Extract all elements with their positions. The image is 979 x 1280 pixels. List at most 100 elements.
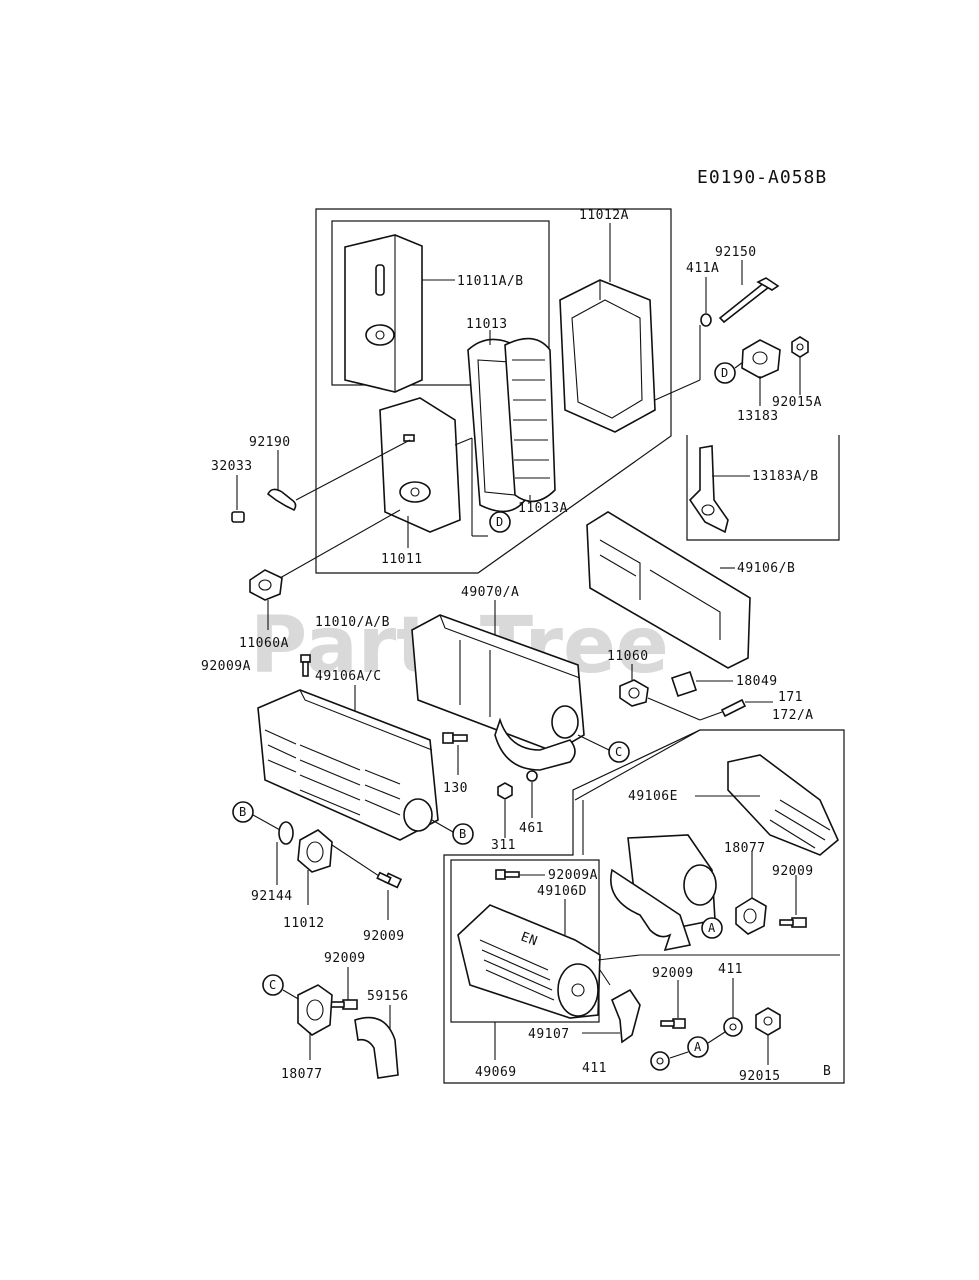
bolt-92009A-mid [495,869,520,880]
leader-92190-to-11011 [295,439,411,501]
hose-92190 [266,488,297,512]
callout-b-cover: B [459,827,466,841]
label-18077-right: 18077 [724,841,766,856]
callout-a-muffler-circle [701,917,723,939]
label-130: 130 [443,781,468,796]
frame-inner-step [597,954,641,961]
bolt-92009-right [779,917,807,928]
air-cleaner-group-frame [315,208,672,574]
muffler-49069: EN [457,904,601,1019]
callout-c-left: C [269,978,276,992]
label-18077-left: 18077 [281,1067,323,1082]
washer-411-bottom [650,1051,670,1071]
label-11060: 11060 [607,649,649,664]
callout-b-cover-circle [452,823,474,845]
washer-411-top [723,1017,743,1037]
label-49106AC: 49106A/C [315,669,382,684]
label-11060A: 11060A [239,636,289,651]
nut-311 [497,782,513,800]
ring-92144 [278,821,294,845]
label-411-top: 411 [718,962,743,977]
callout-a-muffler: A [708,921,716,935]
callout-b-left-circle [232,801,254,823]
bracket-13183AB [688,445,729,534]
label-49106E: 49106E [628,789,678,804]
bolt-92150 [718,277,780,324]
callout-d-inner: D [496,515,503,529]
nut-92015A [791,336,809,358]
label-13183AB: 13183A/B [752,469,819,484]
label-92009-left: 92009 [363,929,405,944]
inset-frame-11011AB [331,220,550,386]
bracket-49107 [610,988,641,1044]
frame-diag [574,729,701,801]
label-11010AB: 11010/A/B [315,615,390,630]
label-11013A: 11013A [518,501,568,516]
leader-callout-c-left [282,989,301,1001]
element-11013 [467,337,556,513]
callout-b-left: B [239,805,246,819]
label-49070A: 49070/A [461,585,519,600]
flange-18077-left [297,984,333,1036]
callout-a-bottom: A [694,1040,702,1054]
callout-a-bottom-circle [687,1036,709,1058]
label-92009-c: 92009 [324,951,366,966]
label-92009-bottom: 92009 [652,966,694,981]
label-11012: 11012 [283,916,325,931]
cover-49106AC [257,689,439,841]
label-11011: 11011 [381,552,423,567]
shield-49106B [586,511,751,669]
cover-11012A [559,279,656,433]
leader-11011-edge [454,437,473,446]
frame-b-group [443,729,845,1084]
label-92009-right: 92009 [772,864,814,879]
callout-c-right: C [615,745,622,759]
label-92190: 92190 [249,435,291,450]
muffler-49070A [411,614,585,771]
bolt-92009A-top [300,654,311,677]
nut-92015 [755,1007,781,1036]
callout-c-left-circle [262,974,284,996]
washer-461 [526,770,538,782]
case-11011 [379,397,461,533]
leader-11060-to-stud [647,697,701,721]
label-49069: 49069 [475,1065,517,1080]
frame-13183AB [686,435,840,541]
bolt-92009-left [376,871,403,889]
frame-49069 [450,859,600,1023]
leader-11060A-to-11011 [279,509,401,579]
leader-callout-a-bottom [707,1031,726,1044]
spacer-18049 [670,670,698,698]
leader-callout-b-left [252,814,281,831]
svg-text:EN: EN [519,930,540,950]
label-411A: 411A [686,261,719,276]
leader-box-to-92150 [654,379,701,401]
label-49107: 49107 [528,1027,570,1042]
label-49106D: 49106D [537,884,587,899]
pin-32033 [231,511,245,523]
label-92015: 92015 [739,1069,781,1084]
pipe-59156 [354,1016,399,1079]
leader-callout-c-right [577,734,610,751]
label-box-b: B [823,1064,831,1079]
callout-d-inner-circle [489,511,511,533]
leader-stud-link [699,711,723,721]
label-49106B: 49106/B [737,561,795,576]
diagram-code: E0190-A058B [697,167,827,188]
stud-171 [720,698,747,718]
label-59156: 59156 [367,989,409,1004]
callout-c-right-circle [608,741,630,763]
label-172A: 172/A [772,708,814,723]
leader-callout-b-cover [431,819,454,833]
gasket-11060 [619,679,649,707]
label-32033: 32033 [211,459,253,474]
gasket-11060A [249,569,283,601]
bolt-92009-c [329,999,358,1010]
label-11013: 11013 [466,317,508,332]
label-461: 461 [519,821,544,836]
label-411-bottom: 411 [582,1061,607,1076]
cover-11011AB [344,234,423,393]
label-311: 311 [491,838,516,853]
gasket-13183 [741,339,781,379]
